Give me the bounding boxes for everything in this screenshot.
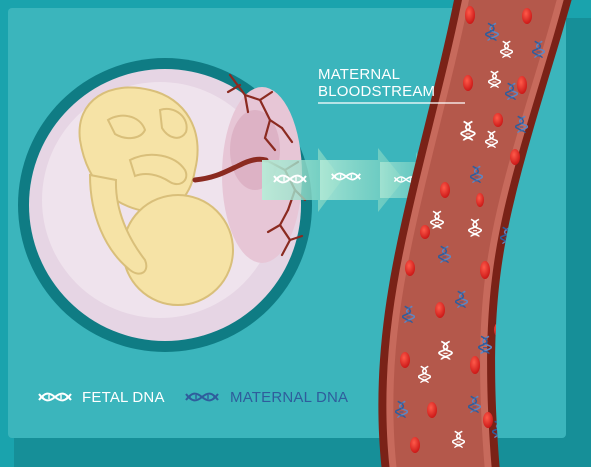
callout-line-2: BLOODSTREAM: [318, 83, 435, 100]
callout-line-1: MATERNAL: [318, 66, 400, 83]
maternal-dna-legend-label: MATERNAL DNA: [230, 389, 348, 406]
fetal-dna-legend-label: FETAL DNA: [82, 389, 165, 406]
